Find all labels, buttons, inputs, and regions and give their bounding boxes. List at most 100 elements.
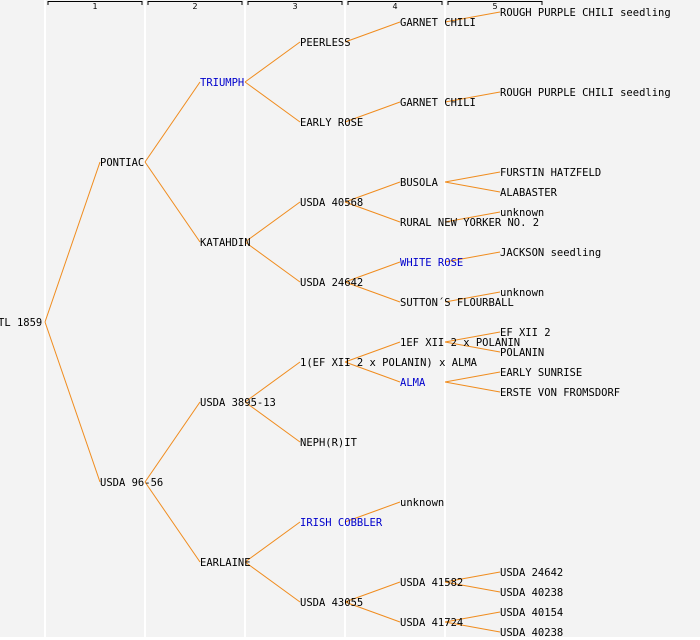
pedigree-node-label[interactable]: ROUGH PURPLE CHILI seedling [500, 7, 671, 19]
pedigree-node-label[interactable]: USDA 41724 [400, 617, 463, 629]
pedigree-node-label[interactable]: USDA 40238 [500, 627, 563, 639]
generation-header-bracket [447, 1, 543, 5]
tree-links [44, 11, 501, 633]
tree-link [444, 211, 501, 223]
pedigree-node-label[interactable]: ALABASTER [500, 187, 558, 199]
pedigree-node-label[interactable]: JACKSON seedling [500, 247, 601, 259]
column-separator [444, 0, 446, 637]
pedigree-node-label[interactable]: USDA 24642 [500, 567, 563, 579]
tree-link [444, 611, 501, 623]
generation-header-label: 1 [92, 2, 97, 11]
tree-link [344, 361, 401, 383]
pedigree-node-label[interactable]: USDA 41582 [400, 577, 463, 589]
pedigree-node-label[interactable]: GARNET CHILI [400, 97, 476, 109]
tree-link [344, 281, 401, 303]
pedigree-node-label[interactable]: ALMA [400, 377, 426, 389]
pedigree-node-label[interactable]: USDA 40238 [500, 587, 563, 599]
pedigree-node-label[interactable]: PEERLESS [300, 37, 351, 49]
tree-link [444, 251, 501, 263]
pedigree-node-label[interactable]: EARLY SUNRISE [500, 367, 582, 379]
tree-link [444, 371, 501, 383]
tree-link [144, 161, 201, 243]
pedigree-node-label[interactable]: unknown [500, 287, 544, 299]
pedigree-node-label[interactable]: EARLAINE [200, 557, 251, 569]
tree-link [444, 91, 501, 103]
pedigree-node-label[interactable]: IRISH COBBLER [300, 517, 383, 529]
pedigree-node-label[interactable]: EARLY ROSE [300, 117, 363, 129]
pedigree-node-label[interactable]: NEPH(R)IT [300, 437, 358, 449]
generation-header-bracket [247, 1, 343, 5]
tree-link [444, 621, 501, 633]
pedigree-node-label[interactable]: USDA 24642 [300, 277, 363, 289]
tree-link [444, 331, 501, 343]
pedigree-node-label[interactable]: ROUGH PURPLE CHILI seedling [500, 87, 671, 99]
tree-link [44, 321, 101, 483]
pedigree-node-label[interactable]: USDA 43055 [300, 597, 363, 609]
pedigree-node-label[interactable]: SUTTON´S FLOURBALL [400, 297, 514, 309]
tree-link [444, 171, 501, 183]
column-separator [244, 0, 246, 637]
pedigree-node-label[interactable]: PONTIAC [100, 157, 144, 169]
pedigree-node-label[interactable]: FURSTIN HATZFELD [500, 167, 601, 179]
column-separator [44, 0, 46, 637]
tree-link [344, 341, 401, 363]
pedigree-node-label[interactable]: WHITE ROSE [400, 257, 463, 269]
pedigree-node-label[interactable]: 1EF XII 2 x POLANIN [400, 337, 520, 349]
pedigree-node-label[interactable]: ERSTE VON FROMSDORF [500, 387, 620, 399]
generation-headers: 1 2 3 4 5 [47, 1, 543, 11]
pedigree-node-label[interactable]: BUSOLA [400, 177, 439, 189]
tree-link [344, 181, 401, 203]
pedigree-node-label[interactable]: TRIUMPH [200, 77, 244, 89]
tree-link [444, 181, 501, 193]
pedigree-node-label[interactable]: USDA 40154 [500, 607, 563, 619]
tree-link [44, 161, 101, 323]
pedigree-node-label[interactable]: unknown [500, 207, 544, 219]
tree-link [344, 581, 401, 603]
generation-header-label: 4 [392, 2, 397, 11]
pedigree-node-label[interactable]: GARNET CHILI [400, 17, 476, 29]
generation-header-label: 5 [492, 2, 497, 11]
generation-header-label: 3 [292, 2, 297, 11]
tree-link [444, 11, 501, 23]
pedigree-node-label[interactable]: TL 1859 [0, 317, 42, 329]
column-separator [344, 0, 346, 637]
generation-header-bracket [47, 1, 143, 5]
pedigree-node-label[interactable]: USDA 40568 [300, 197, 363, 209]
pedigree-node-label[interactable]: USDA 3895-13 [200, 397, 276, 409]
tree-link [244, 81, 301, 123]
tree-link [344, 501, 401, 523]
pedigree-node-label[interactable]: POLANIN [500, 347, 544, 359]
pedigree-node-label[interactable]: unknown [400, 497, 444, 509]
generation-header-label: 2 [192, 2, 197, 11]
generation-header-bracket [147, 1, 243, 5]
tree-link [444, 581, 501, 593]
column-separator [144, 0, 146, 637]
tree-link [344, 601, 401, 623]
tree-link [244, 521, 301, 563]
tree-link [344, 261, 401, 283]
tree-link [244, 361, 301, 403]
tree-link [244, 241, 301, 283]
tree-link [244, 561, 301, 603]
tree-link [344, 21, 401, 43]
pedigree-node-label[interactable]: USDA 96-56 [100, 477, 163, 489]
pedigree-node-label[interactable]: RURAL NEW YORKER NO. 2 [400, 217, 539, 229]
tree-link [344, 201, 401, 223]
tree-link [244, 201, 301, 243]
tree-link [244, 401, 301, 443]
tree-link [344, 101, 401, 123]
pedigree-node-label[interactable]: 1(EF XII 2 x POLANIN) x ALMA [300, 357, 478, 369]
tree-link [144, 81, 201, 163]
generation-header-bracket [347, 1, 443, 5]
tree-link [444, 381, 501, 393]
tree-link [144, 401, 201, 483]
tree-link [444, 341, 501, 353]
tree-link [444, 291, 501, 303]
tree-link [244, 41, 301, 83]
pedigree-node-label[interactable]: KATAHDIN [200, 237, 251, 249]
pedigree-node-label[interactable]: EF XII 2 [500, 327, 551, 339]
